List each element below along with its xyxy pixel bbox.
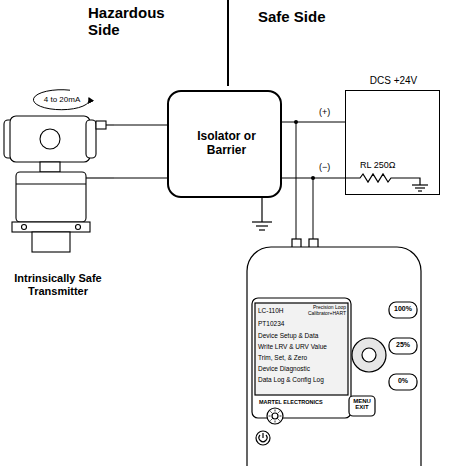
ground-symbol <box>412 185 428 191</box>
area-heading: Hazardous Side <box>88 4 180 39</box>
dcs-box: DCS +24V <box>345 90 440 195</box>
node-text: Device Diagnostic <box>258 365 346 372</box>
node-text: Write LRV & URV Value <box>258 343 346 350</box>
ground-symbol <box>252 198 272 230</box>
transmitter: Intrinsically Safe Transmitter <box>2 112 114 302</box>
current-loop-arrow <box>33 90 89 110</box>
wire-connector <box>114 125 167 126</box>
polarity-label: (+) <box>318 108 331 118</box>
node-text: Data Log & Config Log <box>258 376 346 383</box>
node-text: Device Setup & Data <box>258 332 346 339</box>
node-text: Isolator or Barrier <box>169 130 284 158</box>
resistor-symbol <box>345 174 420 185</box>
node-text: 0% <box>389 377 417 385</box>
node-text: MENU EXIT <box>349 398 375 411</box>
node-text: PT10234 <box>258 320 338 327</box>
node-text: 100% <box>389 305 417 313</box>
hart-calibrator: LC-110HPrecision Loop Calibrator+HART PT1… <box>245 238 423 466</box>
wire-connector <box>282 122 345 123</box>
node-text: LC-110H <box>258 307 298 314</box>
resistor-label: RL 250Ω <box>360 160 395 170</box>
test-lead <box>296 122 313 240</box>
node-text: Intrinsically Safe Transmitter <box>2 272 114 297</box>
calibrator-illustration <box>245 238 423 466</box>
wire-connector <box>114 178 167 179</box>
divider-line <box>227 0 229 86</box>
node-text: Precision Loop Calibrator+HART <box>295 305 346 317</box>
node-text: MARTEL ELECTRONICS <box>259 399 339 405</box>
isolator-box: Isolator or Barrier <box>167 90 282 198</box>
signal-label: 4 to 20mA <box>41 95 83 104</box>
polarity-label: (−) <box>318 163 331 173</box>
node-text: 25% <box>389 341 417 349</box>
wire-connector <box>282 178 345 179</box>
area-heading: Safe Side <box>258 8 326 25</box>
node-text: Trim, Set, & Zero <box>258 354 346 361</box>
node-text: DCS +24V <box>346 75 441 87</box>
